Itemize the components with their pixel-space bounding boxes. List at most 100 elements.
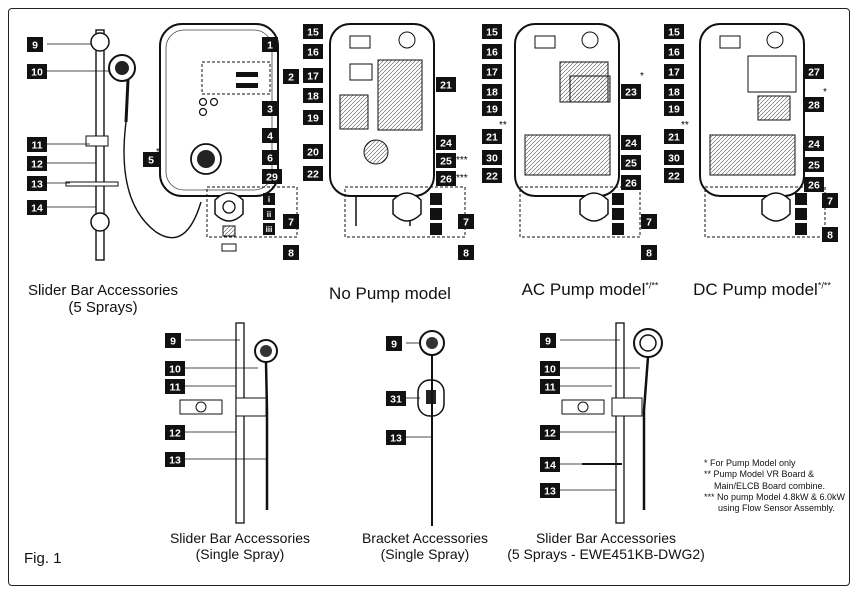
callout-number: 31 [390, 394, 402, 406]
callout-box [664, 129, 684, 144]
callout-box [804, 97, 824, 112]
callout-number: 21 [486, 132, 498, 144]
note-marker: *** [456, 173, 468, 184]
callout-number: 10 [169, 364, 181, 376]
callout-number: 15 [668, 27, 680, 39]
callout-box [436, 171, 456, 186]
caption-ac-pump: AC Pump model*/** [521, 280, 659, 299]
callout-box [822, 227, 838, 242]
callout-number: 7 [463, 217, 469, 229]
slider-bar-5-spray [65, 29, 202, 261]
callout-box [303, 110, 323, 125]
callout-number: 7 [288, 217, 294, 229]
callout-box [303, 88, 323, 103]
callout-number: 22 [307, 169, 319, 181]
callout-box [482, 150, 502, 165]
callout-box [27, 137, 47, 152]
callout-number: 12 [169, 428, 181, 440]
callout-number: 17 [668, 67, 680, 79]
callout-box [540, 425, 560, 440]
callout-box [262, 37, 278, 52]
callout-number: 15 [486, 27, 498, 39]
callout-box [664, 64, 684, 79]
callout-box [386, 336, 402, 351]
callout-box [165, 361, 185, 376]
callout-box [283, 69, 299, 84]
callout-box [804, 64, 824, 79]
callout-number: 26 [440, 174, 452, 186]
figure-label: Fig. 1 [24, 550, 62, 567]
callout-number: 25 [625, 158, 637, 170]
callout-number: 1 [267, 40, 273, 52]
callout-box [27, 200, 47, 215]
callout-number: 13 [544, 486, 556, 498]
callout-box [664, 150, 684, 165]
callout-number: 28 [808, 100, 820, 112]
note-line: *** No pump Model 4.8kW & 6.0kW [704, 491, 846, 502]
callout-box [664, 84, 684, 99]
note-marker: * [823, 87, 827, 98]
callout-box [436, 153, 456, 168]
callout-number: 8 [646, 248, 652, 260]
callout-number: 14 [31, 203, 43, 215]
callout-box [804, 177, 824, 192]
callout-box [165, 452, 185, 467]
callout-number: 30 [668, 153, 680, 165]
no-pump-interior [329, 23, 466, 238]
callout-number: 11 [31, 140, 42, 152]
caption-no-pump: No Pump model [329, 284, 451, 303]
callout-box [540, 457, 560, 472]
callout-box [540, 379, 560, 394]
callout-number: 9 [391, 339, 397, 351]
note-line: * For Pump Model only [704, 458, 796, 468]
callout-number: 14 [544, 460, 556, 472]
callout-box [165, 333, 181, 348]
callout-box [283, 214, 299, 229]
callout-box [804, 136, 824, 151]
callout-box [303, 44, 323, 59]
caption-slider-5-spray: Slider Bar Accessories(5 Sprays) [27, 282, 179, 317]
callout-box [283, 245, 299, 260]
callout-box [303, 24, 323, 39]
callout-number: 15 [307, 27, 319, 39]
callout-box [664, 168, 684, 183]
caption-slider-5-dwg2: Slider Bar Accessories(5 Sprays - EWE451… [507, 530, 705, 563]
callout-number: 18 [486, 87, 498, 99]
callout-number: 20 [307, 147, 319, 159]
callout-box [621, 175, 641, 190]
callout-number: 18 [668, 87, 680, 99]
slider-5-spray-dwg2 [561, 322, 663, 524]
callout-number: 4 [267, 131, 273, 143]
callout-box [303, 166, 323, 181]
callout-box [262, 150, 278, 165]
callout-box [303, 144, 323, 159]
callout-number: 22 [668, 171, 680, 183]
callout-box [540, 361, 560, 376]
callout-number: 26 [808, 180, 820, 192]
callout-box [641, 214, 657, 229]
callout-box [804, 157, 824, 172]
callout-box [641, 245, 657, 260]
callout-number: 11 [169, 382, 180, 394]
caption-bracket-single: Bracket Accessories(Single Spray) [361, 530, 489, 563]
note-marker: *** [456, 155, 468, 166]
heater-front-unit [159, 23, 279, 197]
svg-text:i: i [268, 195, 270, 204]
callout-box [482, 24, 502, 39]
callout-number: 8 [827, 230, 833, 242]
note-marker: ** [499, 120, 507, 131]
callout-number: 16 [668, 47, 680, 59]
callout-box [27, 64, 47, 79]
callout-number: 22 [486, 171, 498, 183]
callout-number: 12 [544, 428, 556, 440]
callout-number: 30 [486, 153, 498, 165]
callout-box [262, 101, 278, 116]
slider-single-spray [179, 322, 278, 524]
callout-number: 8 [288, 248, 294, 260]
footnotes: * For Pump Model only ** Pump Model VR B… [704, 458, 845, 514]
callout-number: 9 [32, 40, 38, 52]
callout-box [386, 391, 406, 406]
caption-slider-single: Slider Bar Accessories(Single Spray) [169, 530, 311, 563]
note-line: ** Pump Model VR Board & [704, 469, 815, 480]
